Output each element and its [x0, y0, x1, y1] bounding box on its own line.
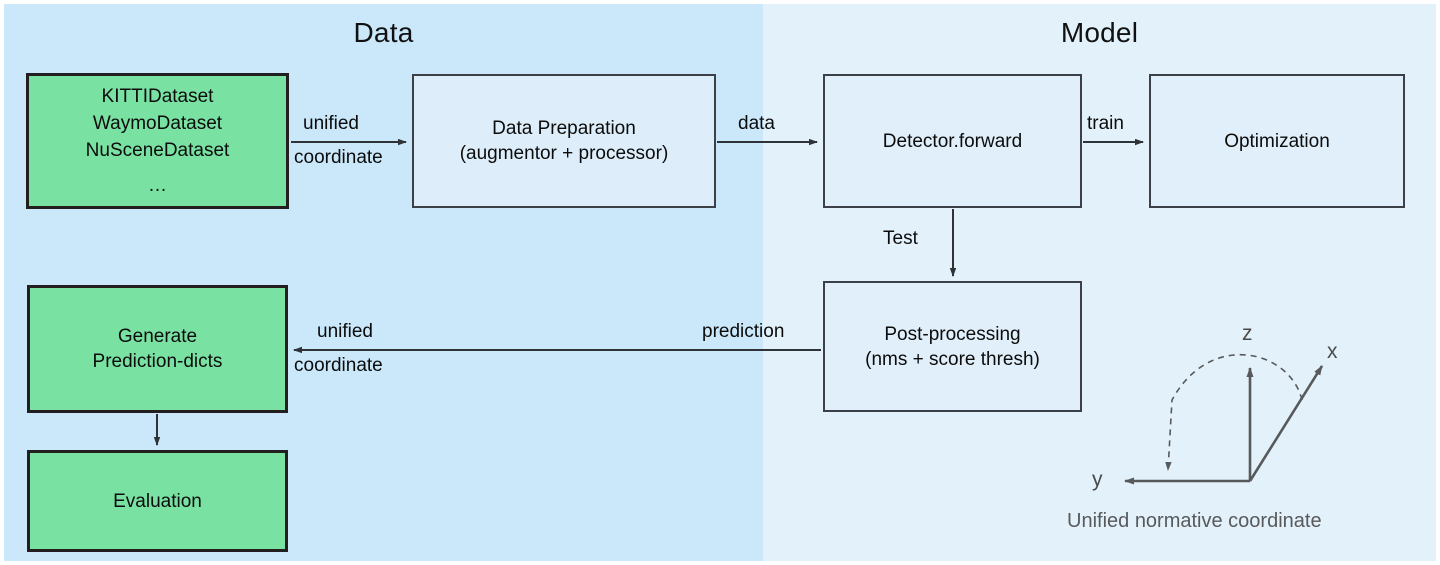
axis-label-z: z	[1242, 322, 1253, 345]
node-datasets-line1: KITTIDataset	[101, 86, 214, 107]
node-detector-forward[interactable]: Detector.forward	[823, 74, 1082, 208]
node-datasets-line3: NuSceneDataset	[85, 140, 230, 161]
node-post-processing-line2: (nms + score thresh)	[865, 348, 1040, 370]
node-evaluation[interactable]: Evaluation	[27, 450, 288, 552]
edge-label-train: train	[1087, 113, 1124, 134]
edge-label-coordinate-bottom: coordinate	[294, 147, 383, 168]
axis-label-x: x	[1327, 340, 1338, 363]
edge-label-unified-top: unified	[303, 113, 359, 134]
edge-label-coordinate-prediction-bottom: coordinate	[294, 355, 383, 376]
data-panel-title: Data	[353, 17, 414, 48]
axis-label-y: y	[1092, 468, 1103, 491]
node-post-processing-line1: Post-processing	[884, 323, 1021, 345]
edge-label-unified-prediction-top: unified	[317, 321, 373, 342]
node-datasets-line2: WaymoDataset	[92, 113, 223, 134]
edge-label-prediction: prediction	[702, 321, 785, 342]
node-data-preparation-line1: Data Preparation	[492, 118, 636, 139]
node-generate-prediction-dicts-line1: Generate	[117, 326, 198, 347]
node-post-processing[interactable]: Post-processing (nms + score thresh)	[823, 281, 1082, 412]
node-datasets[interactable]: KITTIDataset WaymoDataset NuSceneDataset…	[26, 73, 289, 209]
model-panel-title: Model	[1060, 17, 1139, 48]
node-optimization[interactable]: Optimization	[1149, 74, 1405, 208]
node-data-preparation-line2: (augmentor + processor)	[459, 143, 669, 164]
node-generate-prediction-dicts[interactable]: Generate Prediction-dicts	[27, 285, 288, 413]
node-evaluation-label: Evaluation	[113, 490, 202, 512]
node-generate-prediction-dicts-line2: Prediction-dicts	[92, 351, 223, 372]
coordinate-frame-caption: Unified normative coordinate	[1067, 510, 1322, 532]
node-optimization-label: Optimization	[1224, 130, 1330, 152]
edge-label-test: Test	[883, 228, 918, 249]
edge-label-data: data	[738, 113, 775, 134]
node-datasets-ellipsis: …	[148, 175, 167, 196]
node-data-preparation[interactable]: Data Preparation (augmentor + processor)	[412, 74, 716, 208]
node-detector-forward-label: Detector.forward	[882, 130, 1023, 152]
